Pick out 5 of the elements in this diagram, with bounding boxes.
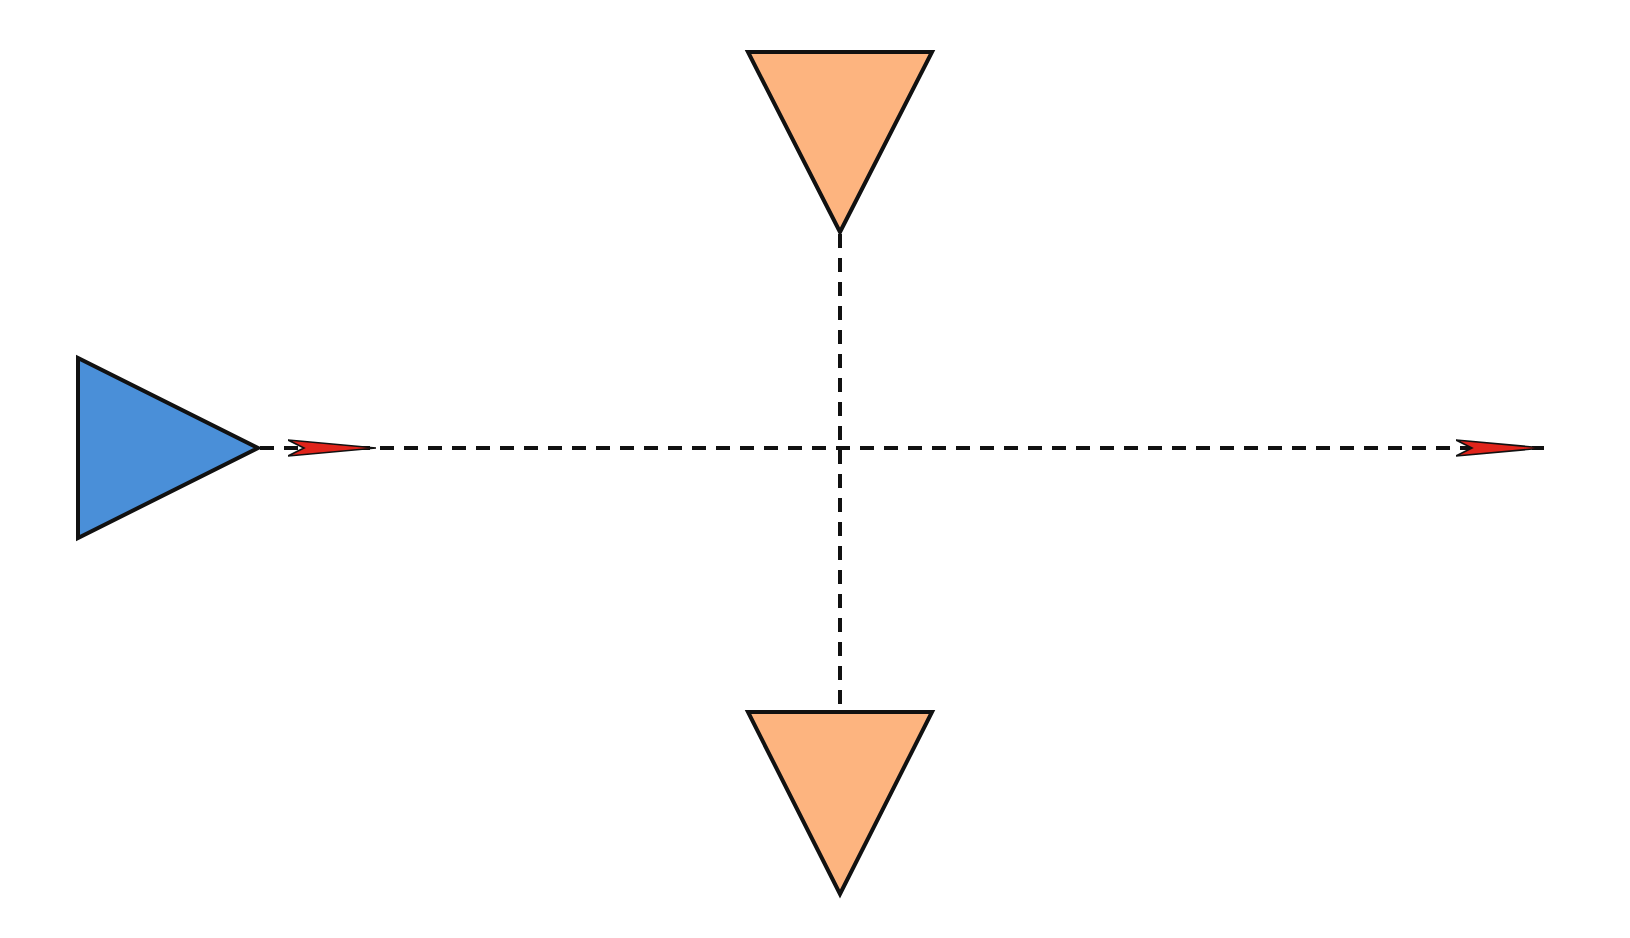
triangle-marker <box>746 710 934 896</box>
triangle-marker <box>76 356 260 540</box>
arrow <box>260 439 1544 457</box>
connector-line <box>838 234 842 710</box>
triangle-marker <box>746 50 934 234</box>
